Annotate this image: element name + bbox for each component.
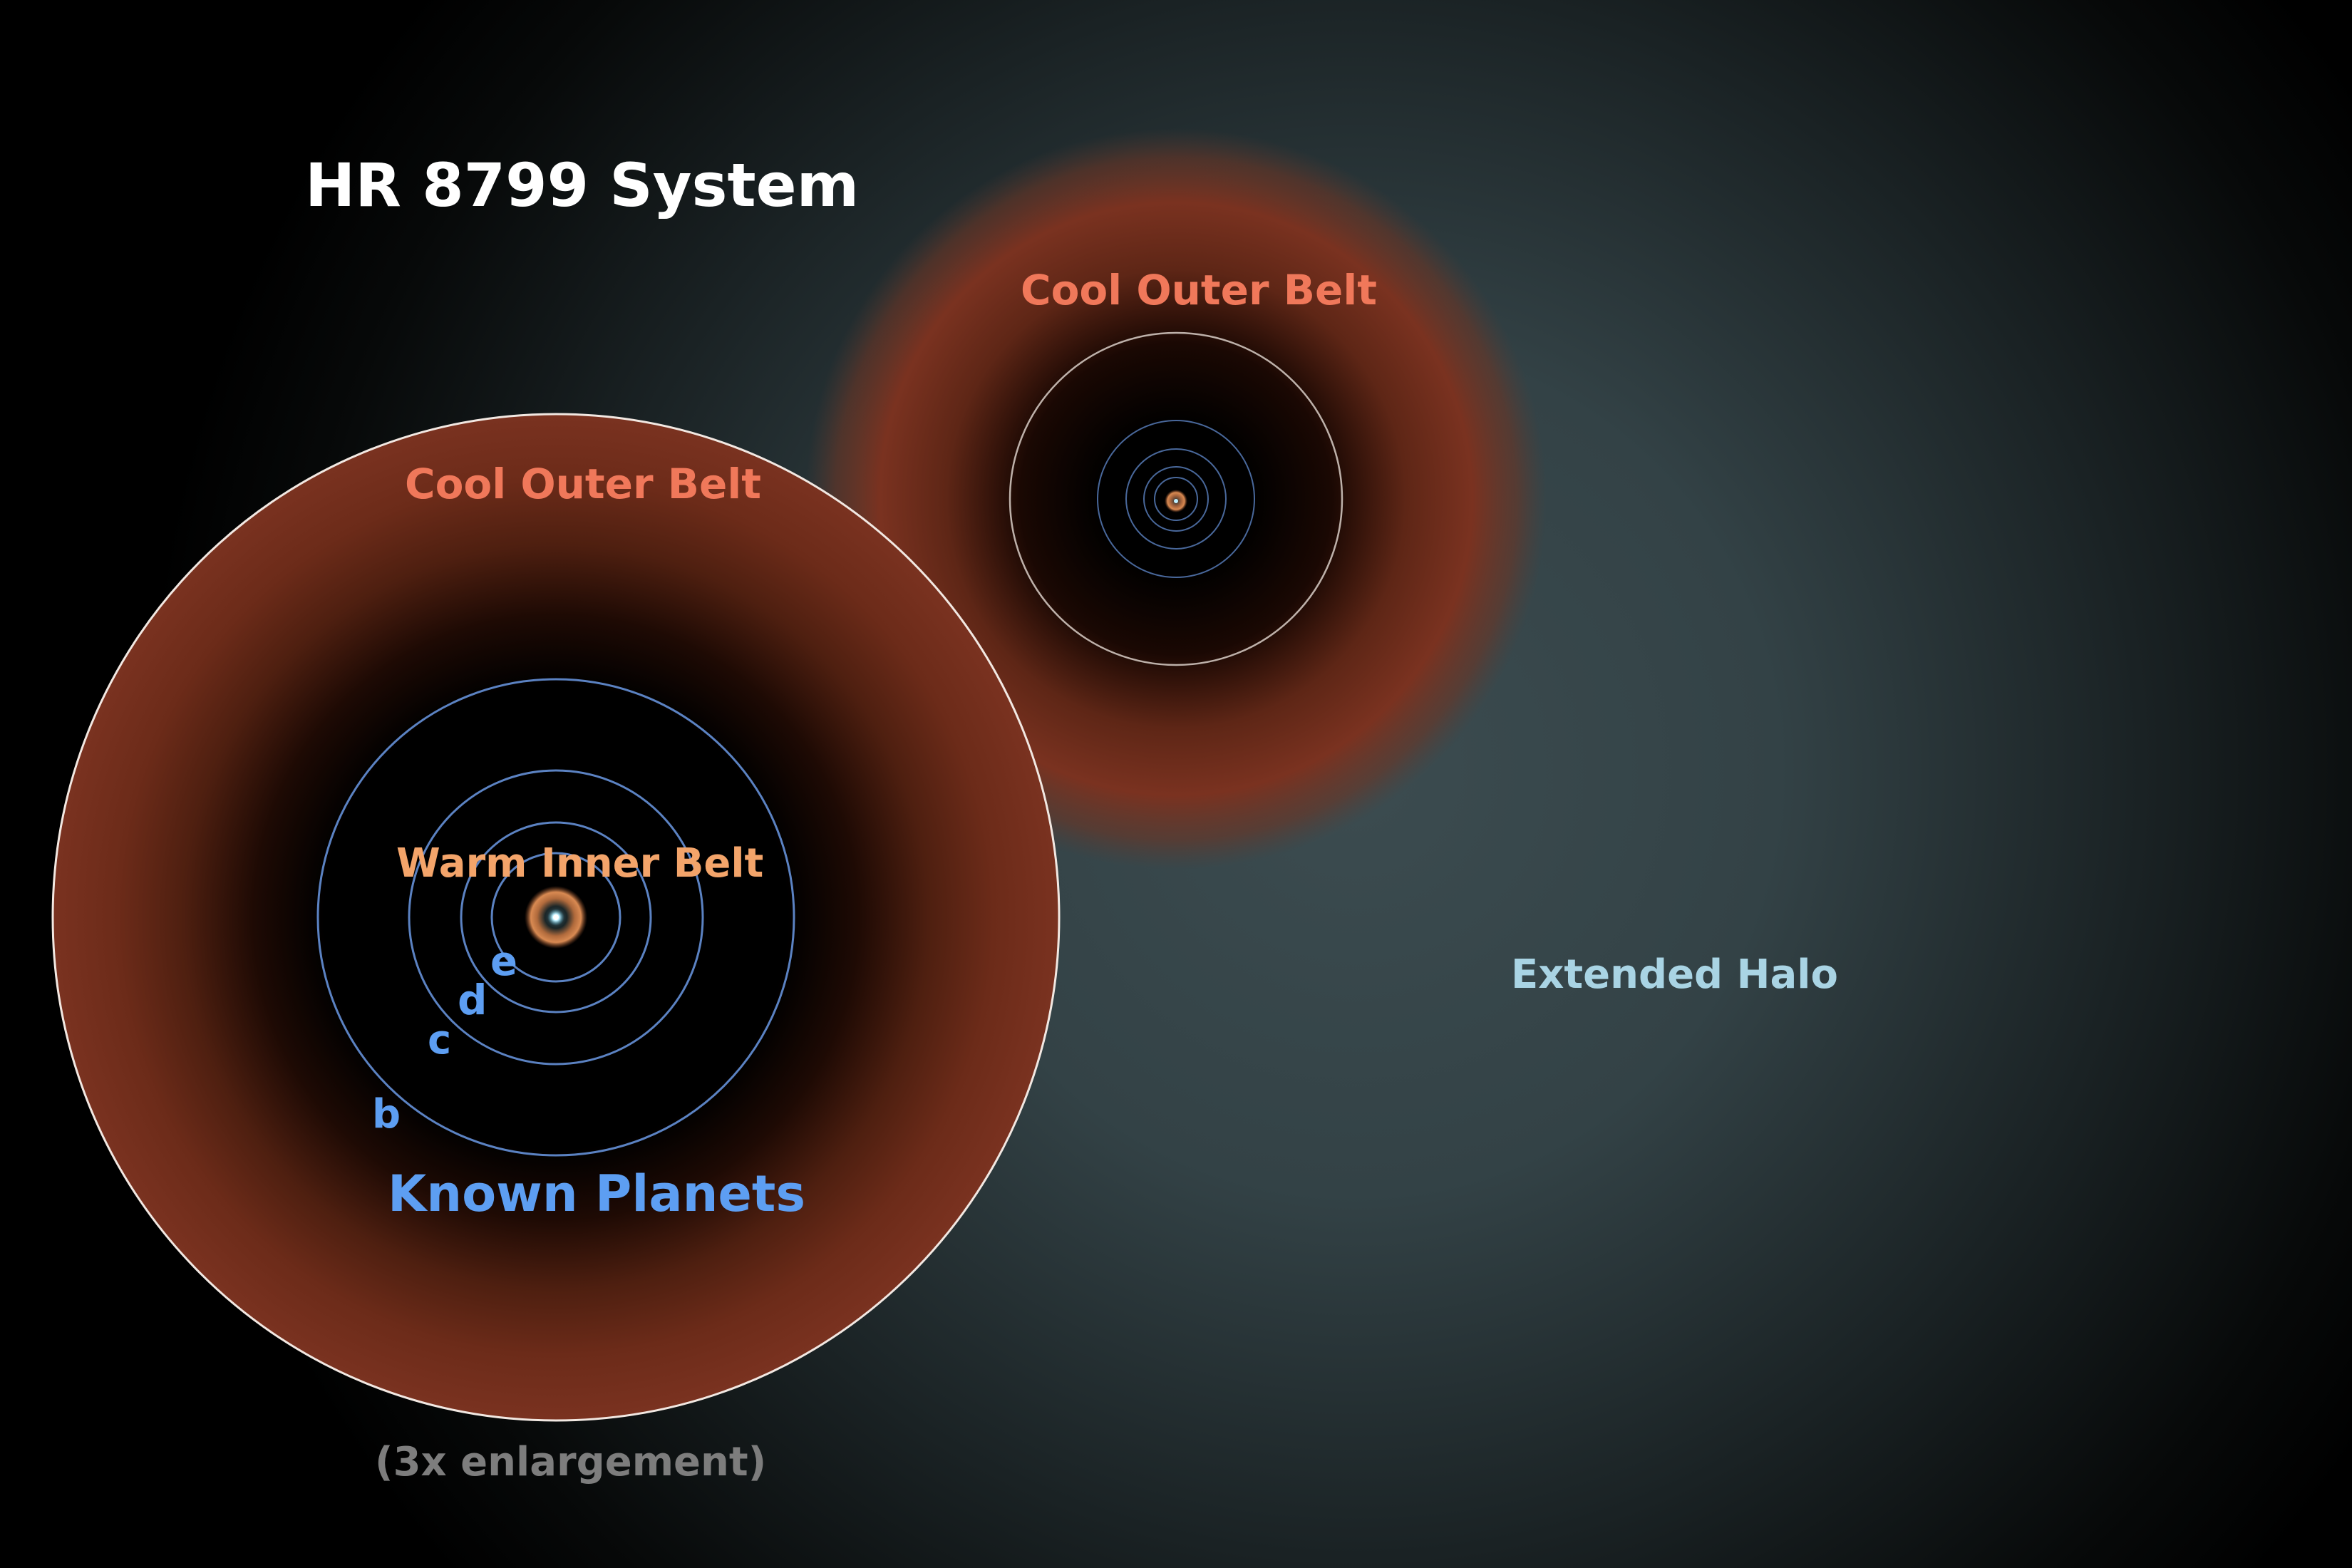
planet-e-label: e bbox=[490, 939, 517, 985]
planet-orbit-e bbox=[490, 852, 621, 983]
extended-halo-label: Extended Halo bbox=[1511, 951, 1838, 998]
planet-orbit-b bbox=[316, 678, 795, 1157]
planet-d-label: d bbox=[458, 976, 488, 1024]
diagram-title: HR 8799 System bbox=[305, 150, 860, 220]
small-planet-orbit-b bbox=[1097, 420, 1255, 578]
small-belt-boundary bbox=[1009, 331, 1343, 666]
star bbox=[553, 914, 559, 920]
small-outer-belt-label: Cool Outer Belt bbox=[1021, 266, 1377, 314]
known-planets-label: Known Planets bbox=[388, 1165, 806, 1223]
enlarged-view bbox=[51, 413, 1061, 1422]
small-star bbox=[1174, 499, 1178, 503]
planet-b-label: b bbox=[372, 1091, 401, 1138]
planet-orbit-c bbox=[408, 769, 704, 1066]
small-planet-orbit-e bbox=[1154, 477, 1198, 521]
enlargement-note: (3x enlargement) bbox=[375, 1439, 767, 1485]
small-planet-orbit-c bbox=[1125, 448, 1227, 550]
small-planet-orbit-d bbox=[1143, 466, 1209, 532]
planet-orbit-d bbox=[460, 821, 652, 1013]
large-outer-belt-label: Cool Outer Belt bbox=[405, 460, 761, 508]
warm-inner-belt-label: Warm Inner Belt bbox=[396, 840, 764, 887]
large-belt-boundary bbox=[51, 413, 1061, 1422]
planet-c-label: c bbox=[428, 1017, 452, 1063]
